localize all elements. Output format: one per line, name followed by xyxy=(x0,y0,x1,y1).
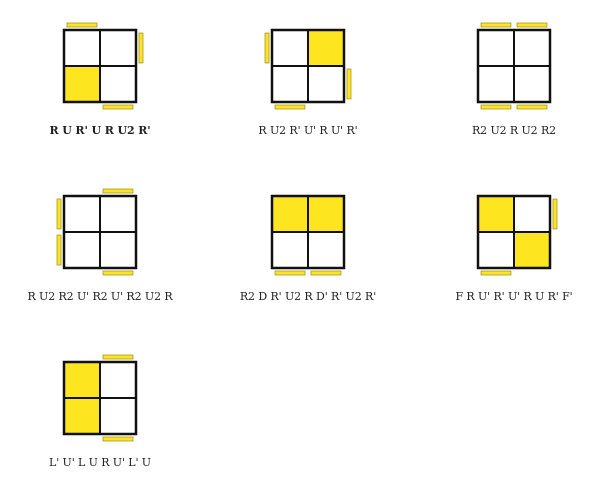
tile-bottom-left xyxy=(63,397,101,435)
oll-case-3 xyxy=(476,22,552,110)
case-3-diagram xyxy=(476,22,552,110)
side-sticker-right-top xyxy=(138,32,144,64)
tile-bottom-left xyxy=(63,231,101,269)
tile-top-right xyxy=(99,195,137,233)
side-sticker-left-top xyxy=(56,198,62,230)
oll-case-7 xyxy=(62,354,138,442)
tile-top-right xyxy=(99,361,137,399)
tile-top-left xyxy=(63,361,101,399)
face-outline xyxy=(270,194,346,270)
side-sticker-top-left xyxy=(66,22,98,28)
case-6-diagram xyxy=(476,194,558,276)
side-sticker-bottom-right xyxy=(102,104,134,110)
side-sticker-top-left xyxy=(480,22,512,28)
side-sticker-bottom-left xyxy=(480,104,512,110)
side-sticker-bottom-right xyxy=(310,270,342,276)
tile-top-right xyxy=(307,195,345,233)
tile-bottom-left xyxy=(271,65,309,103)
tile-bottom-right xyxy=(307,231,345,269)
face-outline xyxy=(476,28,552,104)
case-5-diagram xyxy=(270,194,346,276)
tile-bottom-left xyxy=(63,65,101,103)
case-2-algorithm: R U2 R' U' R U' R' xyxy=(258,124,358,137)
face-outline xyxy=(62,360,138,436)
tile-top-left xyxy=(271,195,309,233)
face-outline xyxy=(62,28,138,104)
tile-bottom-right xyxy=(513,65,551,103)
case-1-diagram xyxy=(62,22,144,110)
tile-top-right xyxy=(99,29,137,67)
case-6-algorithm: F R U' R' U' R U R' F' xyxy=(455,290,573,303)
tile-top-left xyxy=(63,195,101,233)
side-sticker-left-top xyxy=(264,32,270,64)
tile-top-right xyxy=(513,29,551,67)
oll-case-5 xyxy=(270,194,346,276)
side-sticker-left-bottom xyxy=(56,234,62,266)
oll-case-6 xyxy=(476,194,558,276)
case-4-diagram xyxy=(56,188,138,276)
tile-bottom-left xyxy=(477,65,515,103)
face-outline xyxy=(476,194,552,270)
face-outline xyxy=(62,194,138,270)
tile-bottom-left xyxy=(477,231,515,269)
tile-top-left xyxy=(477,29,515,67)
side-sticker-bottom-right xyxy=(516,104,548,110)
case-4-algorithm: R U2 R2 U' R2 U' R2 U2 R xyxy=(27,290,173,303)
tile-top-right xyxy=(513,195,551,233)
side-sticker-bottom-left xyxy=(480,270,512,276)
side-sticker-top-right xyxy=(102,354,134,360)
tile-bottom-right xyxy=(513,231,551,269)
oll-case-2 xyxy=(264,28,352,110)
tile-top-left xyxy=(63,29,101,67)
side-sticker-bottom-left xyxy=(274,104,306,110)
tile-bottom-right xyxy=(99,397,137,435)
side-sticker-bottom-left xyxy=(274,270,306,276)
side-sticker-bottom-right xyxy=(102,270,134,276)
side-sticker-right-top xyxy=(552,198,558,230)
tile-top-left xyxy=(477,195,515,233)
case-5-algorithm: R2 D R' U2 R D' R' U2 R' xyxy=(239,290,377,303)
oll-case-1 xyxy=(62,22,144,110)
case-7-diagram xyxy=(62,354,138,442)
side-sticker-bottom-right xyxy=(102,436,134,442)
side-sticker-top-right xyxy=(516,22,548,28)
tile-bottom-left xyxy=(271,231,309,269)
side-sticker-top-right xyxy=(102,188,134,194)
case-2-diagram xyxy=(264,28,352,110)
tile-top-left xyxy=(271,29,309,67)
side-sticker-right-bottom xyxy=(346,68,352,100)
tile-bottom-right xyxy=(99,65,137,103)
face-outline xyxy=(270,28,346,104)
case-1-algorithm: R U R' U R U2 R' xyxy=(49,124,151,137)
case-7-algorithm: L' U' L U R U' L' U xyxy=(49,456,151,469)
oll-case-4 xyxy=(56,188,138,276)
tile-bottom-right xyxy=(99,231,137,269)
tile-bottom-right xyxy=(307,65,345,103)
tile-top-right xyxy=(307,29,345,67)
case-3-algorithm: R2 U2 R U2 R2 xyxy=(471,124,557,137)
